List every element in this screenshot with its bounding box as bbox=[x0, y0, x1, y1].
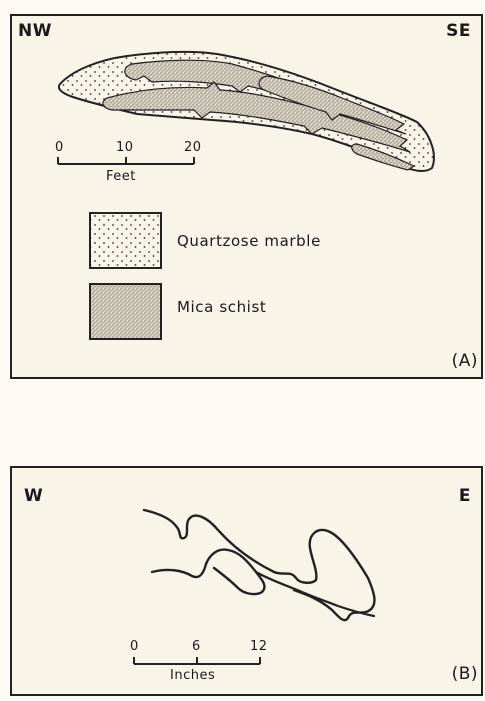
scale-bar-inches bbox=[134, 657, 260, 664]
fold-line-upper bbox=[144, 510, 374, 620]
scale-tick-6-inches: 6 bbox=[192, 639, 201, 654]
panel-a-drawing bbox=[12, 16, 485, 381]
legend-swatch-quartzose-marble bbox=[90, 213, 161, 268]
panel-a-geologic-cross-section: NW SE bbox=[10, 14, 483, 379]
panel-b-drawing bbox=[12, 468, 485, 698]
panel-a-label: (A) bbox=[452, 351, 478, 371]
legend-label-quartzose-marble: Quartzose marble bbox=[177, 232, 321, 250]
legend-label-mica-schist: Mica schist bbox=[177, 298, 266, 316]
scale-tick-10: 10 bbox=[116, 140, 134, 155]
scale-unit-feet: Feet bbox=[106, 169, 136, 184]
legend-swatch-mica-schist bbox=[90, 284, 161, 339]
scale-tick-0: 0 bbox=[55, 140, 64, 155]
panel-b-label: (B) bbox=[452, 664, 478, 684]
scale-bar-feet bbox=[58, 157, 194, 164]
scale-tick-20: 20 bbox=[184, 140, 202, 155]
scale-tick-0-inches: 0 bbox=[130, 639, 139, 654]
panel-b-fold-sketch: W E 0 6 12 Inches (B) bbox=[10, 466, 483, 696]
scale-unit-inches: Inches bbox=[170, 668, 215, 683]
fold-line-lower-extension bbox=[256, 572, 374, 616]
scale-tick-12-inches: 12 bbox=[250, 639, 268, 654]
